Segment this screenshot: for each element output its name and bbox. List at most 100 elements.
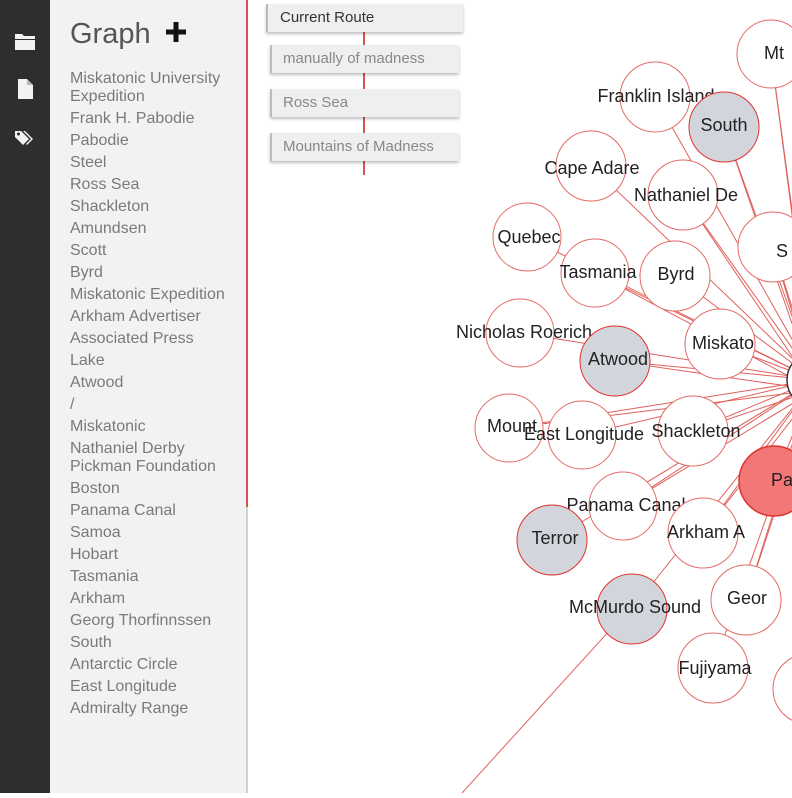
graph-node-circle[interactable] <box>588 471 658 541</box>
entity-item[interactable]: Nathaniel Derby Pickman Foundation <box>70 439 216 475</box>
graph-node-circle[interactable] <box>492 202 562 272</box>
folder-icon[interactable] <box>14 30 36 52</box>
graph-node[interactable]: Geor <box>710 564 782 636</box>
graph-node-circle[interactable] <box>547 400 617 470</box>
route-item[interactable]: manually of madness <box>270 45 459 73</box>
panel-divider <box>246 507 248 793</box>
graph-node-label: Mt <box>764 43 784 63</box>
graph-node-circle[interactable] <box>736 19 792 89</box>
entity-item[interactable]: Antarctic Circle <box>70 655 178 673</box>
graph-node-circle[interactable] <box>560 238 630 308</box>
graph-node[interactable]: Nicholas Roerich <box>456 298 592 368</box>
graph-node-circle[interactable] <box>657 395 729 467</box>
graph-node-circle[interactable] <box>647 159 719 231</box>
graph-node-circle[interactable] <box>579 325 651 397</box>
graph-node-label: Atwood <box>588 349 648 369</box>
graph-node[interactable]: Tasmania <box>559 238 638 308</box>
graph-node[interactable]: Franklin Island <box>597 61 715 133</box>
entity-item[interactable]: Arkham <box>70 589 126 607</box>
graph-node-label: Shackleton <box>651 421 740 441</box>
entity-item[interactable]: Boston <box>70 479 120 497</box>
graph-node[interactable]: Nathaniel De <box>634 159 738 231</box>
entity-item[interactable]: Arkham Advertiser <box>70 307 201 325</box>
graph-node-label: Tasmania <box>559 262 637 282</box>
entity-item[interactable]: Scott <box>70 241 107 259</box>
entity-item[interactable]: Georg Thorfinnssen <box>70 611 212 629</box>
graph-node[interactable]: Quebec <box>492 202 562 272</box>
graph-edge <box>631 407 792 610</box>
graph-node-circle[interactable] <box>677 632 749 704</box>
panel-resize-handle[interactable] <box>246 0 248 507</box>
graph-edge <box>682 194 792 357</box>
graph-node-circle[interactable] <box>667 497 739 569</box>
graph-node-circle[interactable] <box>738 445 792 517</box>
graph-node-label: Mount <box>487 416 537 436</box>
graph-node[interactable] <box>772 654 792 724</box>
entity-item[interactable]: Admiralty Range <box>70 699 189 717</box>
entity-item[interactable]: Shackleton <box>70 197 150 215</box>
graph-node-circle[interactable] <box>688 91 760 163</box>
graph-node-circle[interactable] <box>596 573 668 645</box>
route-breadcrumb: Current Route manually of madness Ross S… <box>266 0 466 200</box>
graph-node[interactable]: Panama Canal <box>566 471 686 541</box>
graph-node-label: Fujiyama <box>678 658 752 678</box>
graph-node-circle[interactable] <box>516 504 588 576</box>
document-icon[interactable] <box>14 78 36 100</box>
graph-node-circle[interactable] <box>485 298 555 368</box>
route-item[interactable]: Mountains of Madness <box>270 133 459 161</box>
graph-node[interactable]: Fujiyama <box>677 632 752 704</box>
graph-node-circle[interactable] <box>710 564 782 636</box>
entity-item[interactable]: South <box>70 633 112 651</box>
entity-item[interactable]: Miskatonic Expedition <box>70 285 225 303</box>
entity-item[interactable]: Samoa <box>70 523 121 541</box>
graph-node-circle[interactable] <box>737 211 792 283</box>
entity-item[interactable]: Panama Canal <box>70 501 176 519</box>
graph-node[interactable]: McMurdo Sound <box>569 573 701 645</box>
tags-icon[interactable] <box>14 126 36 148</box>
graph-node[interactable]: East Longitude <box>524 400 644 470</box>
entity-item[interactable]: Frank H. Pabodie <box>70 109 195 127</box>
entity-item[interactable]: Hobart <box>70 545 119 563</box>
entity-list: Miskatonic University Expedition Frank H… <box>70 68 240 720</box>
entity-item[interactable]: East Longitude <box>70 677 177 695</box>
entity-item[interactable]: Associated Press <box>70 329 194 347</box>
entity-item[interactable]: Miskatonic University Expedition <box>70 69 221 105</box>
graph-node-circle[interactable] <box>619 61 691 133</box>
graph-edge <box>770 53 792 219</box>
graph-node[interactable]: Byrd <box>639 240 711 312</box>
graph-node-label: Franklin Island <box>597 86 714 106</box>
graph-node[interactable]: Terror <box>516 504 588 576</box>
route-item[interactable]: Ross Sea <box>270 89 459 117</box>
graph-node[interactable]: Shackleton <box>651 395 741 467</box>
graph-node-circle[interactable] <box>555 130 627 202</box>
graph-node[interactable]: Miskato <box>684 308 756 380</box>
icon-rail <box>0 0 50 793</box>
graph-node[interactable]: Mt <box>736 19 792 89</box>
graph-hub-node[interactable] <box>786 352 792 408</box>
graph-node-circle[interactable] <box>639 240 711 312</box>
graph-node[interactable]: S <box>737 211 792 283</box>
entity-item[interactable]: Steel <box>70 153 107 171</box>
graph-node[interactable]: Atwood <box>579 325 651 397</box>
entity-item[interactable]: Miskatonic <box>70 417 146 435</box>
entity-item[interactable]: Lake <box>70 351 105 369</box>
graph-node-circle[interactable] <box>684 308 756 380</box>
entity-item[interactable]: Pabodie <box>70 131 129 149</box>
graph-node[interactable]: Cape Adare <box>544 130 640 202</box>
route-item-current[interactable]: Current Route <box>266 4 463 32</box>
entity-item[interactable]: / <box>70 395 75 413</box>
add-button[interactable] <box>164 20 188 44</box>
entity-item[interactable]: Amundsen <box>70 219 147 237</box>
graph-node-circle[interactable] <box>474 393 544 463</box>
entity-item[interactable]: Atwood <box>70 373 124 391</box>
graph-node[interactable]: Mount <box>474 393 544 463</box>
graph-node-circle[interactable] <box>772 654 792 724</box>
graph-node[interactable]: Arkham A <box>667 497 745 569</box>
graph-node[interactable]: Pa <box>738 445 792 517</box>
entity-item[interactable]: Tasmania <box>70 567 139 585</box>
entity-item[interactable]: Ross Sea <box>70 175 140 193</box>
entity-item[interactable]: Byrd <box>70 263 103 281</box>
graph-node[interactable]: South <box>688 91 760 163</box>
